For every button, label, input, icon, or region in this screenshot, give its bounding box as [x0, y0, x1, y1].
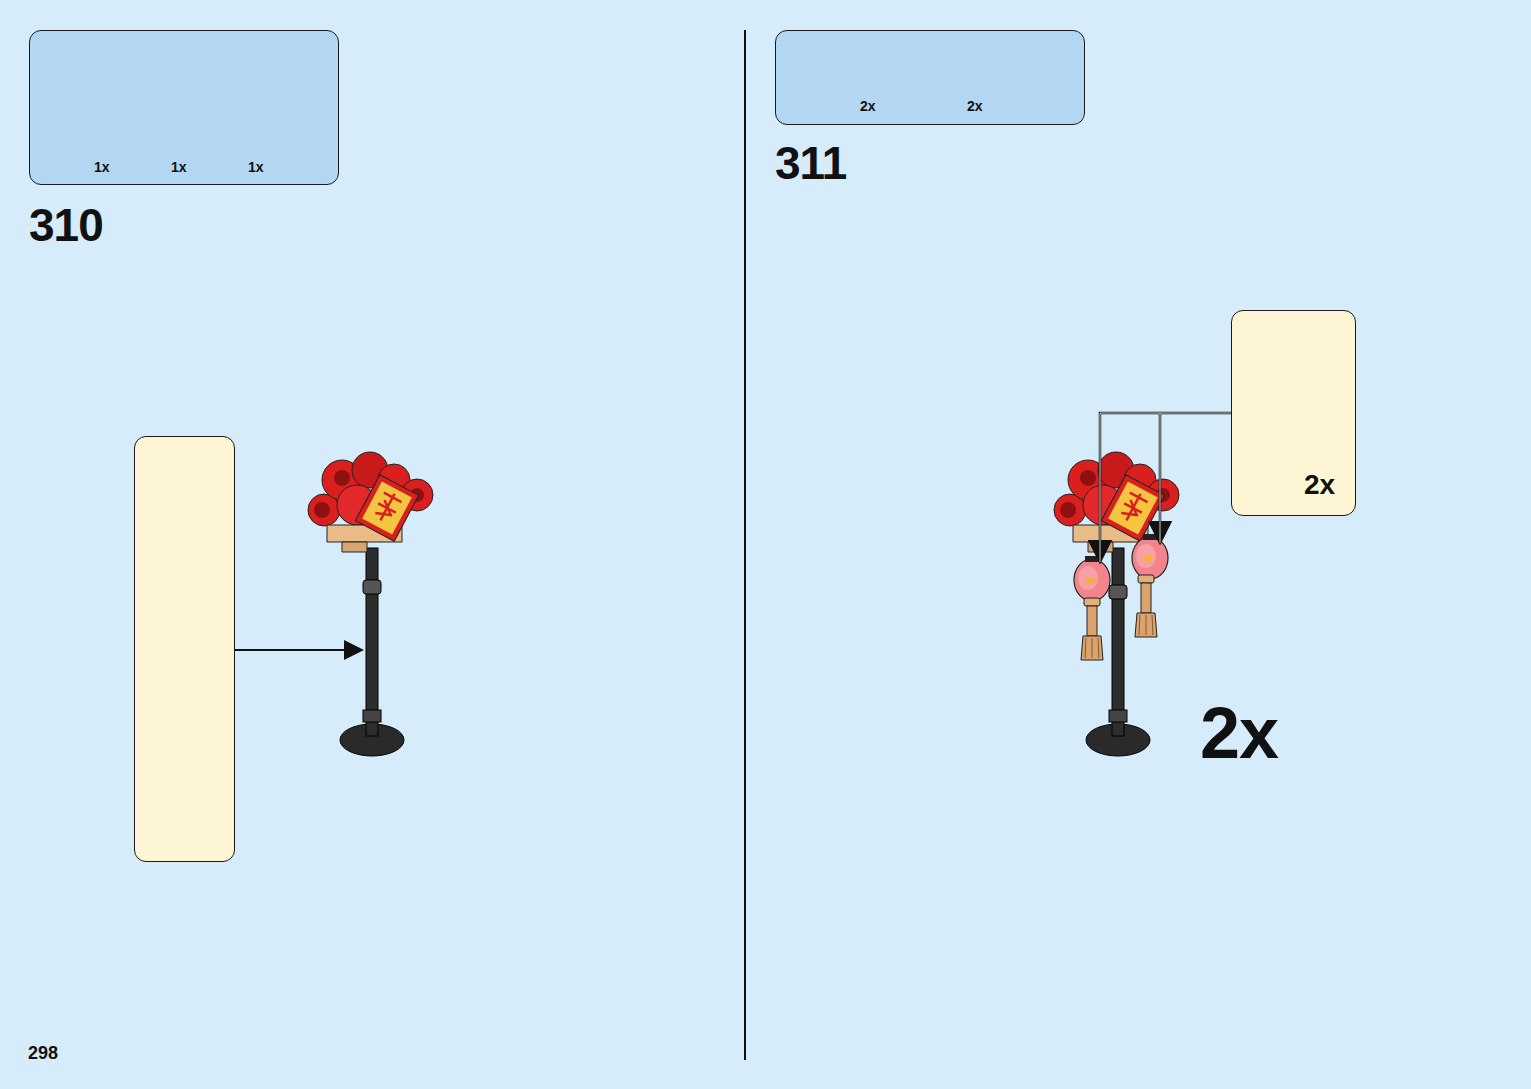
page-number: 298 [28, 1043, 58, 1064]
part-count: 1x [94, 159, 110, 175]
part-count: 2x [1304, 469, 1335, 501]
multiplier: 2x [1200, 692, 1278, 774]
part-count: 2x [967, 98, 983, 114]
parts-box: 2x 2x [775, 30, 1085, 125]
part-count: 1x [171, 159, 187, 175]
parts-box: 1x 1x 1x [29, 30, 339, 185]
part-count: 1x [248, 159, 264, 175]
step-number: 310 [29, 198, 103, 252]
part-count: 2x [860, 98, 876, 114]
callout-box [134, 436, 235, 862]
step-number: 311 [775, 136, 846, 190]
callout-box: 2x [1231, 310, 1356, 516]
